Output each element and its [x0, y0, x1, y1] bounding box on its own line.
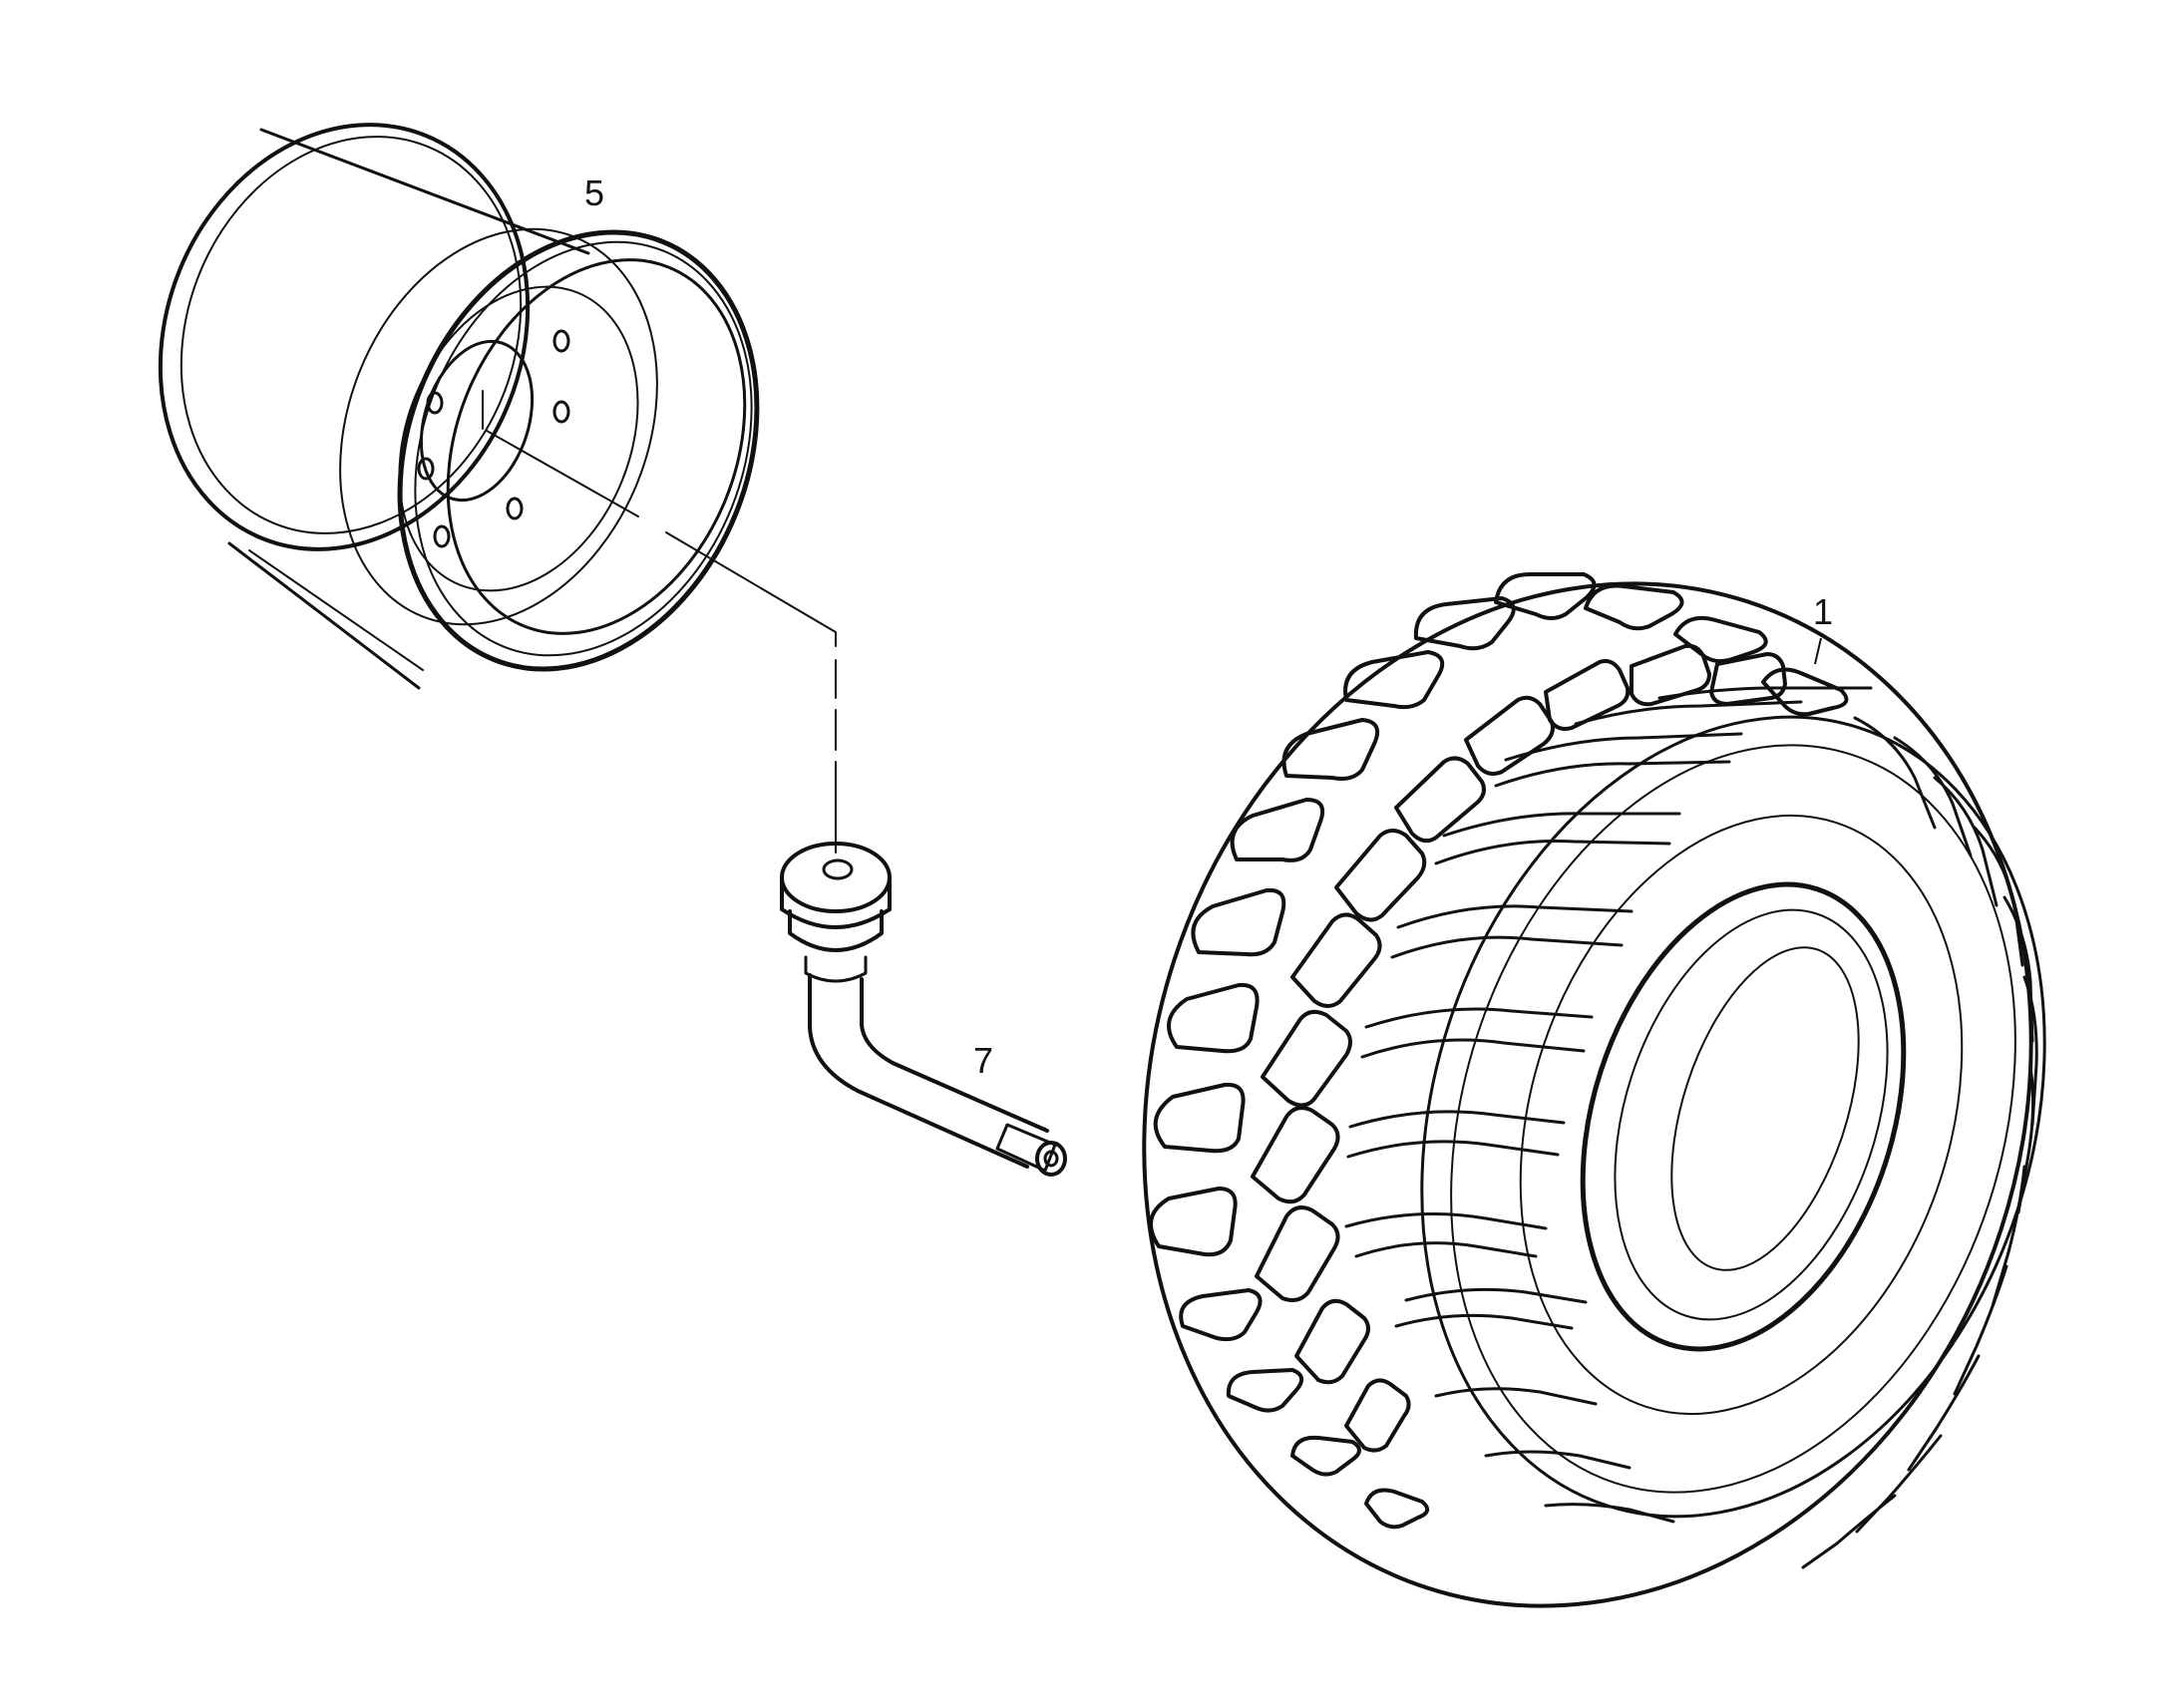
tire: [1014, 468, 2162, 1708]
callout-label-1: 1: [1813, 591, 1834, 632]
valve-stem: [782, 844, 1065, 1175]
callout-label-7: 7: [973, 1040, 994, 1081]
callout-label-5: 5: [584, 172, 605, 213]
assembly-leader-line: [487, 431, 836, 853]
wheel-rim: [98, 69, 820, 723]
callout-1-leader: [1815, 638, 1821, 664]
